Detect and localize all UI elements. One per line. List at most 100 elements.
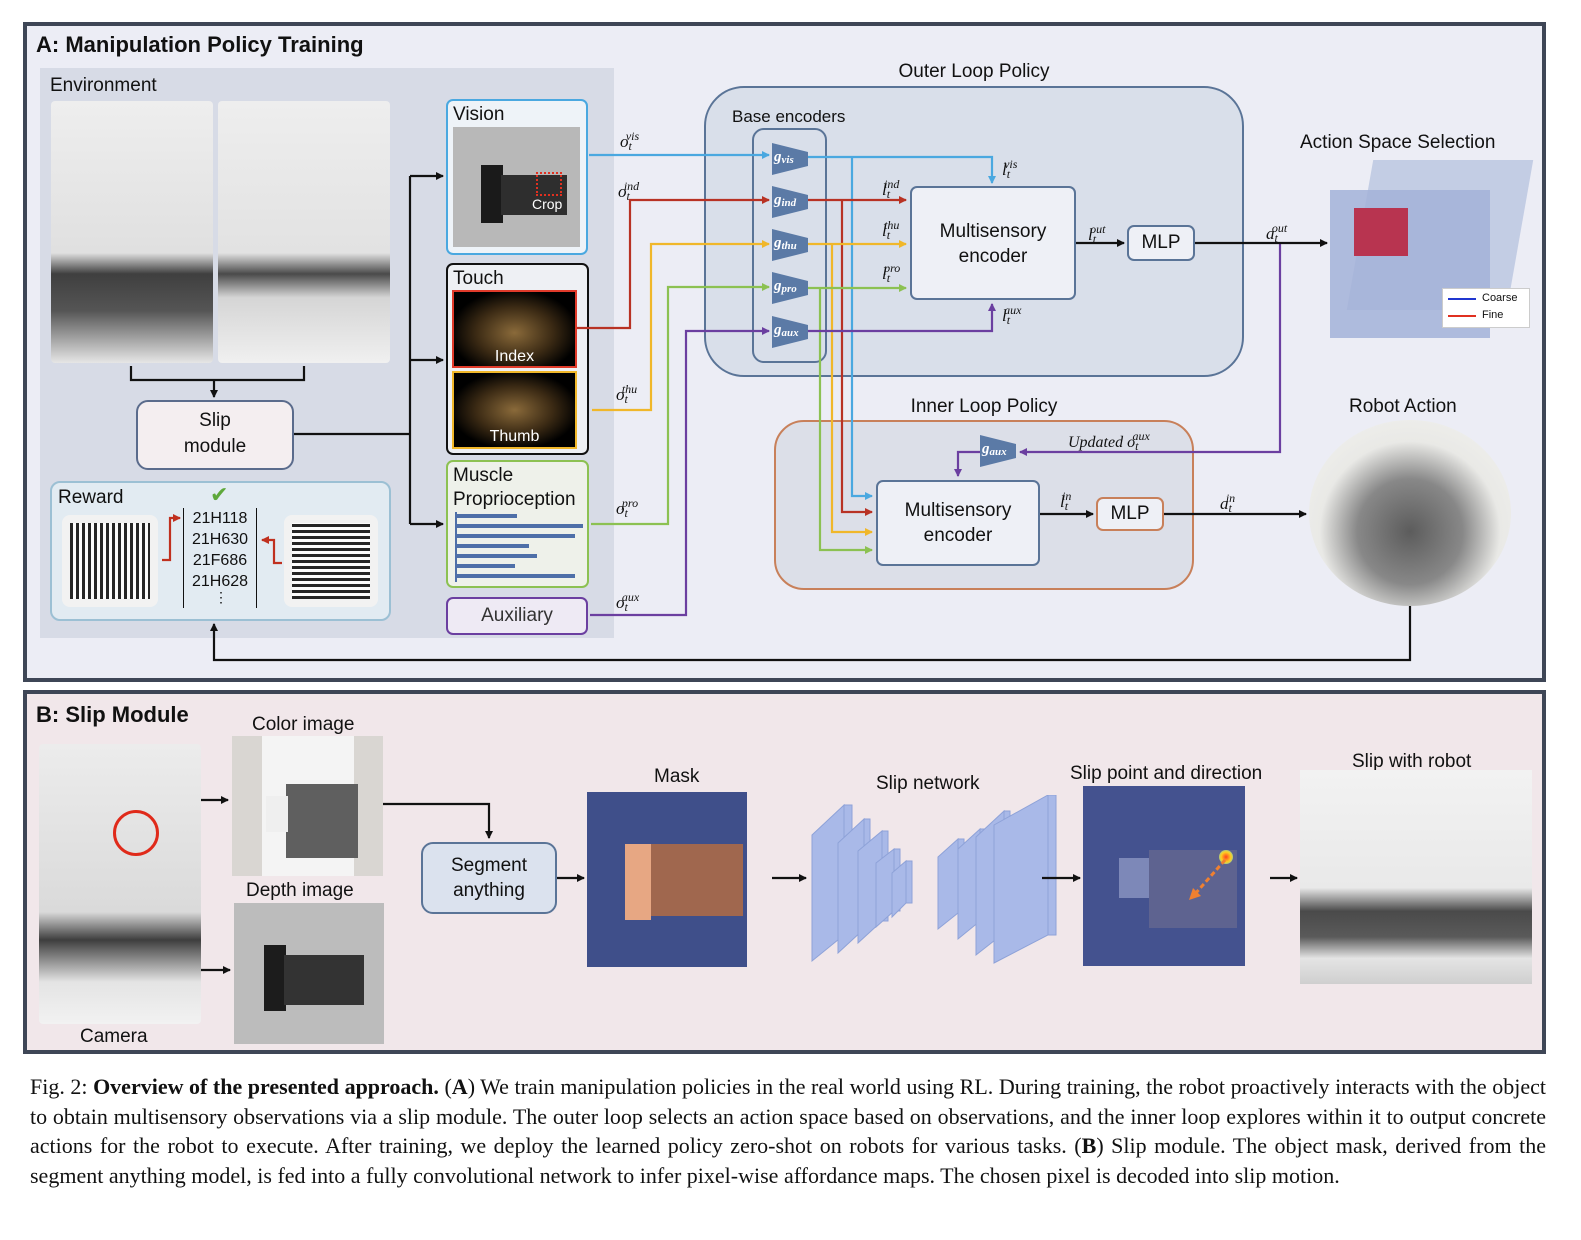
legend-fine-label: Fine bbox=[1482, 309, 1504, 321]
panel-b-title: B: Slip Module bbox=[36, 702, 189, 727]
reward-code-4: 21H628 bbox=[191, 573, 249, 590]
qr-code-right bbox=[284, 515, 378, 607]
crop-label: Crop bbox=[532, 196, 563, 212]
touch-label: Touch bbox=[453, 268, 504, 289]
encoder-aux-label: gaux bbox=[774, 322, 799, 339]
caption-part1: ) We train manipulation policies in the … bbox=[30, 1074, 1547, 1158]
outer-mlp-label: MLP bbox=[1141, 232, 1181, 253]
segment-anything-box bbox=[421, 842, 557, 914]
encoder-vis-label: gvis bbox=[774, 149, 794, 166]
mask-label: Mask bbox=[654, 766, 700, 787]
latent-aux-label: ltaux bbox=[1002, 303, 1022, 327]
qr-code-left bbox=[62, 515, 158, 607]
caption-b: B bbox=[1081, 1133, 1097, 1158]
reward-code-1: 21H118 bbox=[192, 510, 248, 527]
encoder-thu-label: gthu bbox=[774, 235, 797, 252]
robot-action-label: Robot Action bbox=[1349, 396, 1457, 417]
proprioception-bars bbox=[455, 512, 583, 582]
latent-pro-label: ltpro bbox=[882, 261, 901, 285]
slip-module-line1: Slip bbox=[199, 410, 231, 431]
camera-highlight-circle bbox=[113, 810, 159, 856]
reward-code-2: 21H630 bbox=[191, 531, 249, 548]
reward-label: Reward bbox=[58, 487, 124, 508]
slip-point-label: Slip point and direction bbox=[1070, 763, 1263, 784]
slip-robot-label: Slip with robot bbox=[1352, 751, 1472, 772]
latent-out-label: ltout bbox=[1088, 222, 1106, 246]
thumb-label: Thumb bbox=[489, 428, 540, 445]
legend-fine-line bbox=[1448, 315, 1476, 317]
obs-ind-label: otind bbox=[618, 179, 640, 203]
inner-mlp-label: MLP bbox=[1110, 503, 1150, 524]
muscle-line1: Muscle bbox=[453, 465, 514, 486]
outer-encoder-line1: Multisensory bbox=[939, 221, 1047, 242]
latent-in-label: ltin bbox=[1060, 489, 1072, 513]
color-image-label: Color image bbox=[252, 714, 355, 735]
environment-label: Environment bbox=[50, 75, 157, 96]
caption-a: A bbox=[451, 1074, 468, 1099]
action-space-label: Action Space Selection bbox=[1300, 132, 1496, 153]
inner-multisensory-encoder bbox=[876, 480, 1040, 566]
obs-vis-label: otvis bbox=[620, 129, 640, 153]
vision-image bbox=[453, 127, 580, 247]
index-tactile-image bbox=[452, 290, 577, 368]
reward-table bbox=[183, 508, 257, 608]
latent-vis-label: ltvis bbox=[1002, 157, 1018, 181]
outer-encoder-line2: encoder bbox=[958, 246, 1028, 267]
legend-coarse-line bbox=[1448, 298, 1476, 300]
outer-loop-label: Outer Loop Policy bbox=[898, 61, 1050, 82]
depth-image-label: Depth image bbox=[246, 880, 354, 901]
thumb-tactile-image bbox=[452, 371, 577, 449]
inner-encoder-line1: Multisensory bbox=[904, 500, 1012, 521]
slip-network-label: Slip network bbox=[876, 773, 980, 794]
mask-image bbox=[587, 792, 747, 967]
reward-ellipsis: ⋮ bbox=[214, 589, 228, 605]
inner-loop-label: Inner Loop Policy bbox=[910, 396, 1058, 417]
segment-line2: anything bbox=[453, 880, 525, 901]
reward-checkmark-icon: ✔ bbox=[210, 482, 229, 507]
outer-multisensory-encoder bbox=[910, 186, 1076, 300]
reward-code-3: 21F686 bbox=[192, 552, 248, 569]
caption-bold: Overview of the presented approach. bbox=[93, 1074, 439, 1099]
panel-a-title: A: Manipulation Policy Training bbox=[36, 32, 364, 57]
latent-ind-label: ltind bbox=[882, 177, 900, 201]
muscle-line2: Proprioception bbox=[453, 489, 576, 510]
figure-caption: Fig. 2: Overview of the presented approa… bbox=[30, 1072, 1546, 1190]
updated-obs-label: Updated otaux bbox=[1068, 429, 1150, 453]
index-label: Index bbox=[494, 348, 535, 365]
color-image bbox=[232, 736, 383, 876]
action-space-legend bbox=[1442, 288, 1530, 328]
robot-action-photo bbox=[1309, 420, 1511, 606]
legend-coarse-label: Coarse bbox=[1482, 292, 1518, 304]
obs-thu-label: otthu bbox=[616, 382, 638, 406]
robot-photo-right bbox=[218, 101, 390, 363]
slip-module-box bbox=[136, 400, 294, 470]
camera-robot-photo bbox=[39, 744, 201, 1024]
vision-label: Vision bbox=[453, 104, 505, 125]
auxiliary-box bbox=[446, 597, 588, 635]
base-encoders-label: Base encoders bbox=[732, 107, 846, 126]
obs-aux-label: otaux bbox=[616, 590, 640, 614]
depth-image bbox=[234, 903, 384, 1044]
caption-paren-a: ( bbox=[438, 1074, 452, 1099]
auxiliary-label: Auxiliary bbox=[481, 605, 553, 626]
caption-part2: ) Slip module. The object mask, derived … bbox=[30, 1133, 1546, 1188]
latent-thu-label: ltthu bbox=[882, 218, 900, 242]
obs-pro-label: otpro bbox=[616, 496, 639, 520]
robot-photo-left bbox=[51, 101, 213, 363]
outer-mlp-box bbox=[1127, 225, 1195, 261]
slip-robot-photo bbox=[1300, 770, 1532, 984]
slip-module-line2: module bbox=[183, 436, 247, 457]
camera-label: Camera bbox=[80, 1026, 148, 1047]
encoder-pro-label: gpro bbox=[774, 278, 797, 295]
inner-encoder-aux-label: gaux bbox=[982, 441, 1007, 458]
encoder-ind-label: gind bbox=[774, 192, 797, 209]
inner-mlp-box bbox=[1096, 497, 1164, 531]
slip-point-image bbox=[1083, 786, 1245, 966]
segment-line1: Segment bbox=[450, 855, 528, 876]
action-out-label: atout bbox=[1266, 221, 1288, 245]
caption-prefix: Fig. 2: bbox=[30, 1074, 94, 1099]
inner-encoder-line2: encoder bbox=[923, 525, 993, 546]
base-encoders-box bbox=[752, 128, 827, 363]
slip-network-diagram bbox=[811, 795, 1057, 964]
